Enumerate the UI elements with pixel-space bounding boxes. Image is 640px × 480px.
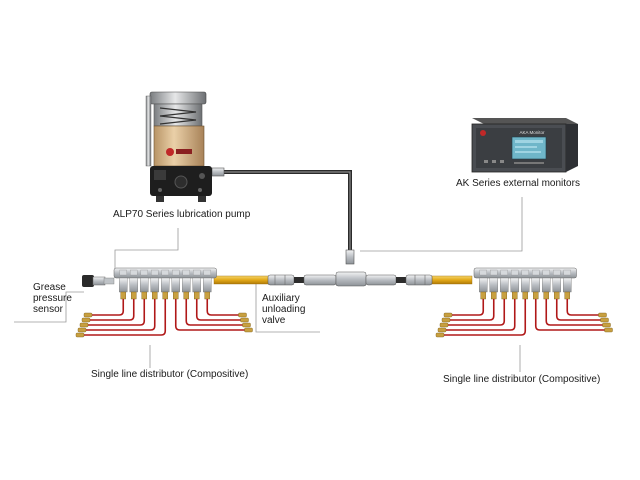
lubrication-pump	[145, 91, 212, 202]
monitor-label: AK Series external monitors	[456, 178, 580, 189]
monitor-screen-title: AKA Monitor	[519, 130, 545, 135]
leader-monitor	[360, 197, 523, 252]
distributor-left	[75, 267, 253, 338]
supply-pipe	[211, 167, 355, 265]
distributor-right-label: Single line distributor (Compositive)	[443, 374, 601, 385]
leader-valve	[255, 282, 320, 333]
distributor-left-label: Single line distributor (Compositive)	[91, 369, 249, 380]
spring	[159, 107, 197, 125]
pump-logo-icon	[166, 148, 174, 156]
distributor-right	[435, 267, 613, 338]
yellow-tube-left	[213, 275, 271, 285]
grease-pressure-sensor	[82, 275, 115, 287]
leader-pump	[114, 228, 179, 268]
pump-label: ALP70 Series lubrication pump	[113, 209, 251, 220]
leader-sensor	[14, 291, 84, 323]
external-monitor: AKA Monitor	[471, 118, 578, 173]
leader-lines	[14, 197, 523, 372]
tee-fitting	[335, 271, 367, 287]
header-line	[213, 271, 473, 287]
sensor-label: Grease pressure sensor	[33, 282, 72, 315]
valve-label: Auxiliary unloading valve	[262, 293, 306, 326]
yellow-tube-right	[431, 275, 473, 285]
monitor-logo-icon	[480, 130, 486, 136]
